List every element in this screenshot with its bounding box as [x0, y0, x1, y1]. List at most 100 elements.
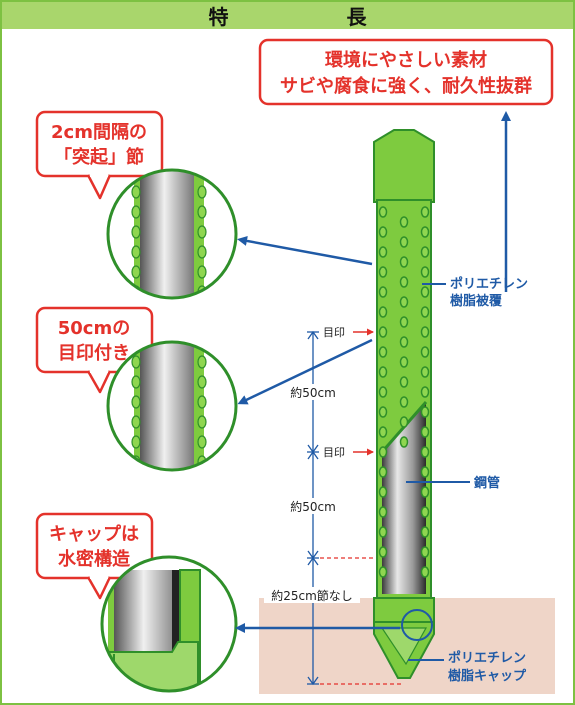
stud	[131, 435, 141, 449]
stud	[378, 246, 388, 258]
stud	[399, 356, 409, 368]
top-box-line1: 環境にやさしい素材	[325, 49, 487, 71]
stud	[420, 386, 430, 398]
stud	[131, 395, 141, 409]
stud	[399, 236, 409, 248]
stud	[420, 446, 430, 458]
steel-pipe-cutaway	[382, 402, 426, 594]
stud	[420, 426, 430, 438]
stud	[197, 395, 207, 409]
stud	[378, 406, 388, 418]
stud	[420, 486, 430, 498]
zoom-circle-3	[100, 555, 238, 693]
stud	[131, 355, 141, 369]
dimension-label-1: 約50cm	[290, 385, 336, 400]
top-feature-box: 環境にやさしい素材 サビや腐食に強く、耐久性抜群	[258, 38, 554, 106]
stud	[378, 346, 388, 358]
stud	[378, 266, 388, 278]
stud	[420, 306, 430, 318]
stud	[420, 546, 430, 558]
stud	[378, 446, 388, 458]
stud	[420, 566, 430, 578]
stud	[131, 415, 141, 429]
stud	[420, 346, 430, 358]
stake	[373, 129, 435, 679]
stud	[378, 226, 388, 238]
stud	[378, 506, 388, 518]
stud	[420, 246, 430, 258]
stud	[131, 375, 141, 389]
stud	[399, 336, 409, 348]
stud	[378, 486, 388, 498]
label-cap-line2: 樹脂キャップ	[448, 668, 527, 684]
stud	[197, 342, 207, 349]
mark-label-1: 目印	[323, 326, 345, 339]
stud	[399, 256, 409, 268]
stud	[197, 205, 207, 219]
arrow-to-zoom-2	[237, 338, 373, 405]
callout-3: キャップは 水密構造	[35, 512, 154, 600]
stud	[197, 355, 207, 369]
mark-label-2: 目印	[323, 446, 345, 459]
title-bar: 特 長	[2, 2, 573, 29]
stud	[197, 265, 207, 279]
stake-bottom-sleeve	[373, 597, 435, 625]
stud	[131, 225, 141, 239]
arrow-to-zoom-1	[237, 235, 373, 266]
stud	[420, 526, 430, 538]
stud	[131, 205, 141, 219]
stud	[399, 416, 409, 428]
stud	[420, 466, 430, 478]
stud	[420, 326, 430, 338]
stud	[378, 546, 388, 558]
stud	[378, 326, 388, 338]
stud	[420, 286, 430, 298]
callout-1-line1: 2cm間隔の	[51, 122, 147, 143]
stud	[197, 225, 207, 239]
label-coating-line1: ポリエチレン	[450, 276, 528, 292]
stud	[378, 466, 388, 478]
stud	[399, 436, 409, 448]
stud	[399, 276, 409, 288]
stud	[378, 526, 388, 538]
stud	[131, 245, 141, 259]
stud	[420, 266, 430, 278]
callout-1-line2: 「突起」節	[54, 146, 144, 168]
stud	[399, 216, 409, 228]
callout-2-line1: 50cmの	[58, 318, 130, 339]
stud	[378, 306, 388, 318]
label-coating-line2: 樹脂被覆	[450, 293, 503, 309]
stake-top-cap	[373, 129, 435, 203]
stud	[131, 265, 141, 279]
stud	[378, 386, 388, 398]
stud	[197, 435, 207, 449]
stud	[378, 286, 388, 298]
dimension-label-2: 約50cm	[290, 499, 336, 514]
stud	[399, 396, 409, 408]
callout-3-line2: 水密構造	[58, 548, 130, 570]
page-title: 特 長	[208, 5, 393, 29]
callout-3-line1: キャップは	[49, 523, 139, 545]
stud	[197, 375, 207, 389]
stud	[420, 206, 430, 218]
stud	[378, 566, 388, 578]
stud	[420, 226, 430, 238]
callout-1: 2cm間隔の 「突起」節	[35, 110, 164, 200]
stud	[420, 506, 430, 518]
stud	[378, 366, 388, 378]
stud	[197, 415, 207, 429]
stud	[399, 376, 409, 388]
stake-studs	[378, 206, 430, 578]
callout-2-line2: 目印付き	[58, 342, 130, 364]
stud	[378, 426, 388, 438]
label-steel-pipe: 鋼管	[473, 475, 500, 491]
stud	[197, 185, 207, 199]
top-box-line2: サビや腐食に強く、耐久性抜群	[280, 75, 532, 97]
callout-2: 50cmの 目印付き	[35, 306, 154, 394]
stud	[399, 316, 409, 328]
zoom-circle-1	[106, 168, 238, 300]
stud	[420, 366, 430, 378]
stud	[399, 296, 409, 308]
